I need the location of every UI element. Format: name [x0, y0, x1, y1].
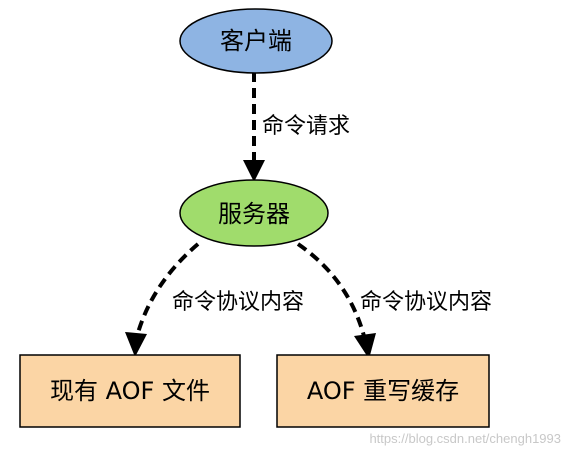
arrowhead-server-existing-aof	[125, 332, 147, 357]
server-ellipse	[179, 179, 329, 247]
node-server: 服务器	[179, 179, 329, 247]
rewrite-buffer-label: AOF 重写缓存	[307, 377, 459, 405]
edge-label-protocol-right: 命令协议内容	[360, 290, 492, 315]
arrowhead-server-rewrite-buffer	[354, 333, 376, 359]
client-ellipse	[179, 8, 333, 74]
edge-line-server-existing-aof	[134, 242, 200, 341]
edge-label-protocol-left: 命令协议内容	[172, 290, 304, 315]
existing-aof-box	[19, 354, 241, 428]
edge-client-to-server: 命令请求	[243, 72, 350, 182]
watermark-text: https://blog.csdn.net/chengh1993	[369, 431, 561, 446]
node-client: 客户端	[179, 8, 333, 74]
existing-aof-label: 现有 AOF 文件	[50, 377, 210, 405]
edge-line-server-rewrite-buffer	[296, 242, 367, 341]
rewrite-buffer-box	[276, 354, 490, 428]
node-existing-aof-file: 现有 AOF 文件	[19, 354, 241, 428]
edge-label-command-request: 命令请求	[262, 114, 350, 139]
node-aof-rewrite-buffer: AOF 重写缓存	[276, 354, 490, 428]
arrowhead-client-server	[243, 160, 265, 182]
client-label: 客户端	[220, 27, 292, 55]
edge-server-to-existing-aof: 命令协议内容	[125, 242, 304, 357]
edge-server-to-rewrite-buffer: 命令协议内容	[296, 242, 492, 359]
server-label: 服务器	[218, 200, 290, 228]
